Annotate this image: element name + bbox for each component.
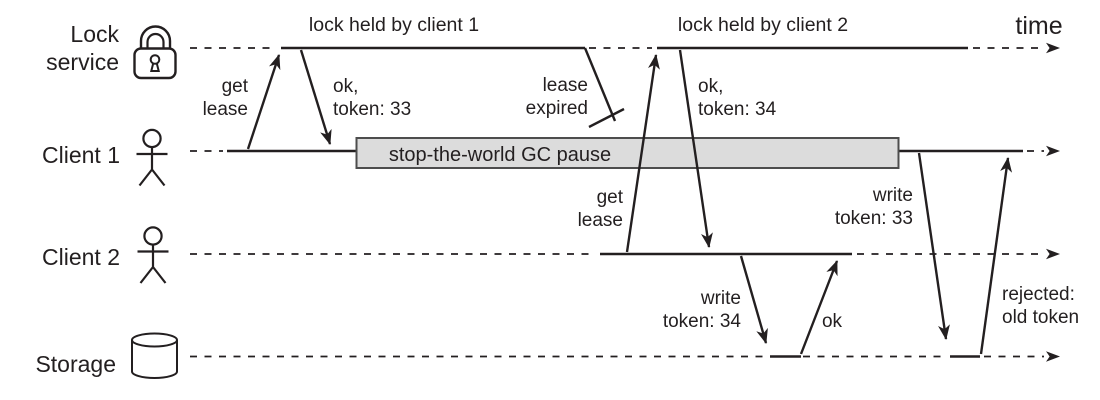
label-line: write [700,288,741,309]
label-get-lease-client1: get lease [203,76,249,120]
padlock-keyhole [149,54,161,65]
label-line: ok, [333,76,358,97]
label-line: get [597,187,624,208]
label-line: lease [543,75,588,96]
timeline-arrowhead-icon [1046,248,1060,260]
label-line: old token [1002,307,1079,328]
lane-label-client1: Client 1 [42,142,120,168]
timeline-arrowhead-icon [1046,351,1060,362]
label-line: ok, [698,76,723,97]
lock-held-by-client1-title: lock held by client 1 [309,14,479,36]
label-ok-token-34: ok, token: 34 [698,76,777,120]
padlock-keyhole-base [150,63,160,72]
arrow-rejected-old-token [979,157,1013,355]
gc-pause-label: stop-the-world GC pause [389,144,611,166]
lock-service-timeline [190,42,1060,54]
database-cylinder-icon [131,332,178,379]
label-get-lease-client2: get lease [578,187,624,231]
arrow-get-lease-client2 [625,54,660,253]
label-line: lease [578,210,623,231]
client2-timeline [190,248,1060,260]
label-line: write [872,185,913,206]
person-body [136,147,168,187]
arrow-write-token-33 [917,152,950,340]
client1-person-icon [136,128,168,187]
arrow-get-lease-client1 [246,54,281,150]
label-line: token: 34 [698,99,777,120]
label-line: get [222,76,249,97]
label-ok-token-33: ok, token: 33 [333,76,411,120]
lock-held-by-client2-title: lock held by client 2 [678,14,848,36]
cylinder-top [131,332,178,348]
client2-person-icon [137,226,169,284]
timeline-arrowhead-icon [1046,145,1060,157]
label-line: token: 34 [663,311,742,332]
person-head [142,128,162,149]
lane-label-storage: Storage [35,351,116,377]
person-head [143,226,163,246]
lease-expired-line [583,47,617,122]
padlock-icon [133,25,177,80]
person-body [137,244,169,284]
label-line: token: 33 [333,99,411,120]
label-lease-expired: lease expired [526,75,588,119]
gc-pause-rect [355,137,900,169]
label-line: expired [526,98,588,119]
arrow-storage-ok [799,260,839,355]
label-write-token-34: write token: 34 [663,288,742,332]
label-write-token-33: write token: 33 [835,185,913,229]
padlock-shackle-inner [146,32,165,50]
lane-label-lock-service-2: service [46,49,119,75]
arrow-write-token-34 [739,255,768,344]
time-axis-label: time [1015,12,1062,40]
lease-expired-event [583,47,625,129]
lane-label-lock-service-1: Lock [70,21,119,47]
label-line: lease [203,99,248,120]
timeline-arrowhead-icon [1046,42,1060,54]
cylinder-body [131,340,178,379]
padlock-shackle-outer [139,25,172,50]
arrow-ok-token-34 [678,49,713,248]
storage-timeline [190,351,1060,362]
lease-expired-cross-icon [588,107,625,129]
label-storage-ok: ok [822,311,843,332]
label-line: token: 33 [835,208,913,229]
client1-timeline [190,145,1060,157]
gc-pause-box: stop-the-world GC pause [355,137,900,169]
label-rejected-old-token: rejected: old token [1002,284,1079,328]
arrow-ok-token-33 [299,49,332,145]
label-line: rejected: [1002,284,1075,305]
lane-label-client2: Client 2 [42,244,120,270]
